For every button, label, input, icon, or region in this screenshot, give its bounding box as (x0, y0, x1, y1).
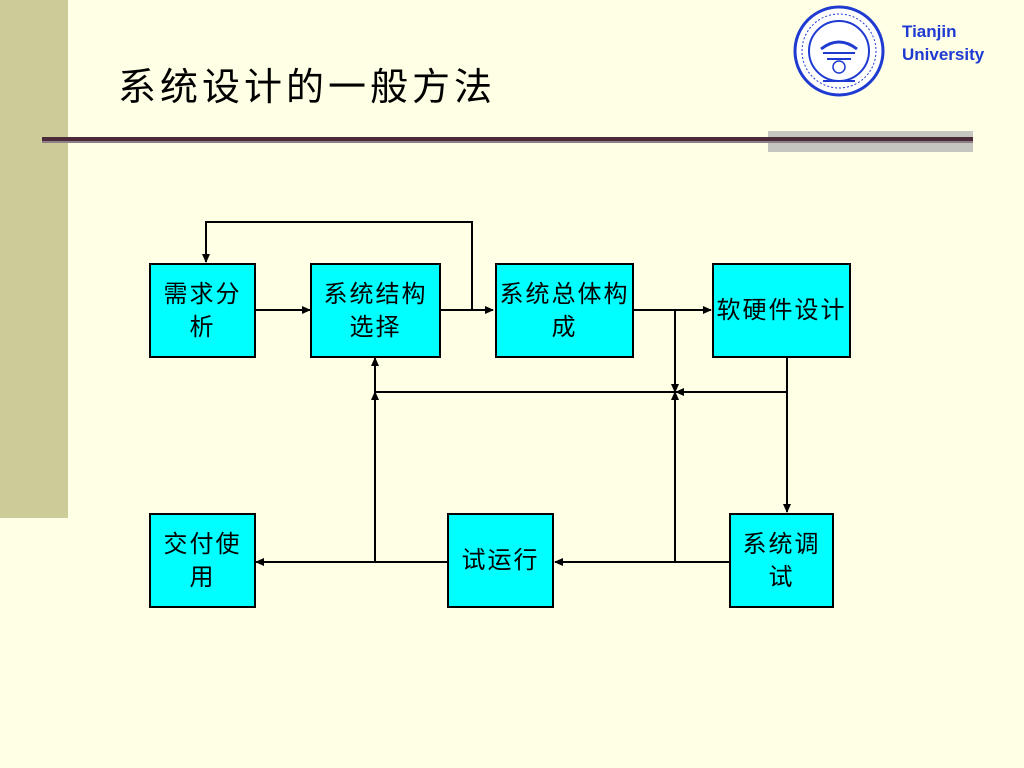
node-overall: 系统总体构成 (495, 263, 634, 358)
node-architecture: 系统结构选择 (310, 263, 441, 358)
slide-title: 系统设计的一般方法 (118, 65, 497, 109)
node-trial-run: 试运行 (447, 513, 554, 608)
node-delivery: 交付使用 (149, 513, 256, 608)
brand-text: Tianjin University (902, 20, 984, 66)
university-seal-logo (793, 5, 885, 97)
node-hw-sw: 软硬件设计 (712, 263, 851, 358)
edge-architecture-to-requirements (202, 221, 473, 310)
node-debug: 系统调试 (729, 513, 834, 608)
brand-line-2: University (902, 45, 985, 64)
title-rule-shadow (42, 141, 973, 143)
title-rule (42, 137, 973, 141)
brand-line-1: Tianjin (902, 22, 957, 41)
node-requirements: 需求分析 (149, 263, 256, 358)
left-accent-band (0, 0, 68, 518)
